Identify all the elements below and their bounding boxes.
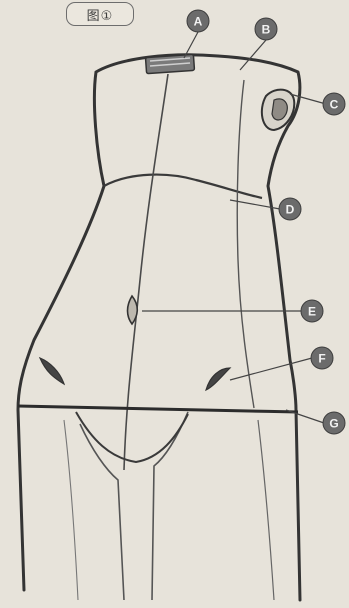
- marker-a: A: [187, 10, 209, 32]
- right-hip-mark: [206, 368, 230, 390]
- marker-c-label: C: [330, 98, 339, 112]
- leg-divider: [258, 420, 274, 600]
- leader-g: [286, 410, 324, 423]
- marker-g-label: G: [329, 417, 338, 431]
- marker-b: B: [255, 18, 277, 40]
- marker-a-label: A: [194, 15, 203, 29]
- leg-divider-left: [64, 420, 78, 600]
- leader-b: [240, 40, 266, 70]
- marker-b-label: B: [262, 23, 271, 37]
- waist-line: [18, 406, 298, 412]
- side-line: [237, 80, 254, 408]
- marker-e-label: E: [308, 305, 316, 319]
- marker-g: G: [323, 412, 345, 434]
- marker-d: D: [279, 198, 301, 220]
- center-line: [124, 74, 168, 470]
- leader-f: [230, 358, 312, 380]
- marker-d-label: D: [286, 203, 295, 217]
- marker-f: F: [311, 347, 333, 369]
- left-leg-inner: [80, 424, 124, 600]
- crotch-line: [76, 412, 188, 462]
- marker-f-label: F: [318, 352, 325, 366]
- marker-e: E: [301, 300, 323, 322]
- leader-c: [290, 94, 326, 104]
- marker-c: C: [323, 93, 345, 115]
- left-hip-mark: [40, 358, 64, 384]
